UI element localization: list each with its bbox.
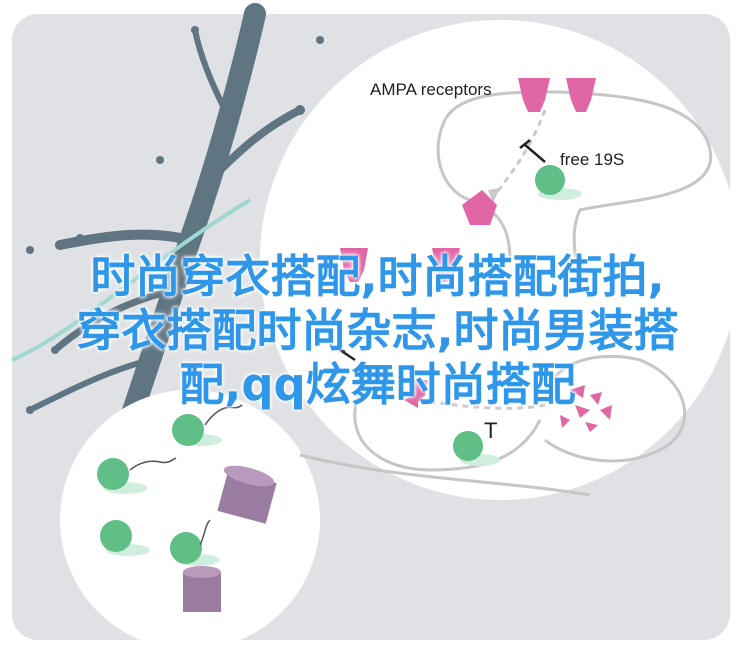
free-19s-label: free 19S (560, 150, 625, 169)
headline-line-2: 穿衣搭配时尚杂志,时尚男装搭 (76, 304, 679, 357)
headline-line-1: 时尚穿衣搭配,时尚搭配街拍, (90, 250, 665, 303)
t-mark-label: T (484, 418, 498, 443)
inhibit-icon (329, 139, 546, 362)
ubiquitin-chains (129, 404, 243, 546)
headline-text: 时尚穿衣搭配,时尚搭配街拍, 穿衣搭配时尚杂志,时尚男装搭 配,qq炫舞时尚搭配 (20, 250, 735, 412)
dendrite-zoom-circle (60, 390, 320, 650)
fragments-icon (560, 385, 612, 432)
headline-line-3: 配,qq炫舞时尚搭配 (179, 358, 576, 411)
receptor-icon (340, 78, 596, 402)
cylinder-icon (183, 465, 277, 612)
proteasome-icon (97, 165, 582, 566)
teal-process (11, 198, 252, 362)
synapse-zoom-circle (260, 20, 740, 500)
ampa-receptors-label: AMPA receptors (370, 80, 492, 99)
dashed-arrow-icon (419, 109, 547, 410)
branch-spines (26, 26, 324, 414)
